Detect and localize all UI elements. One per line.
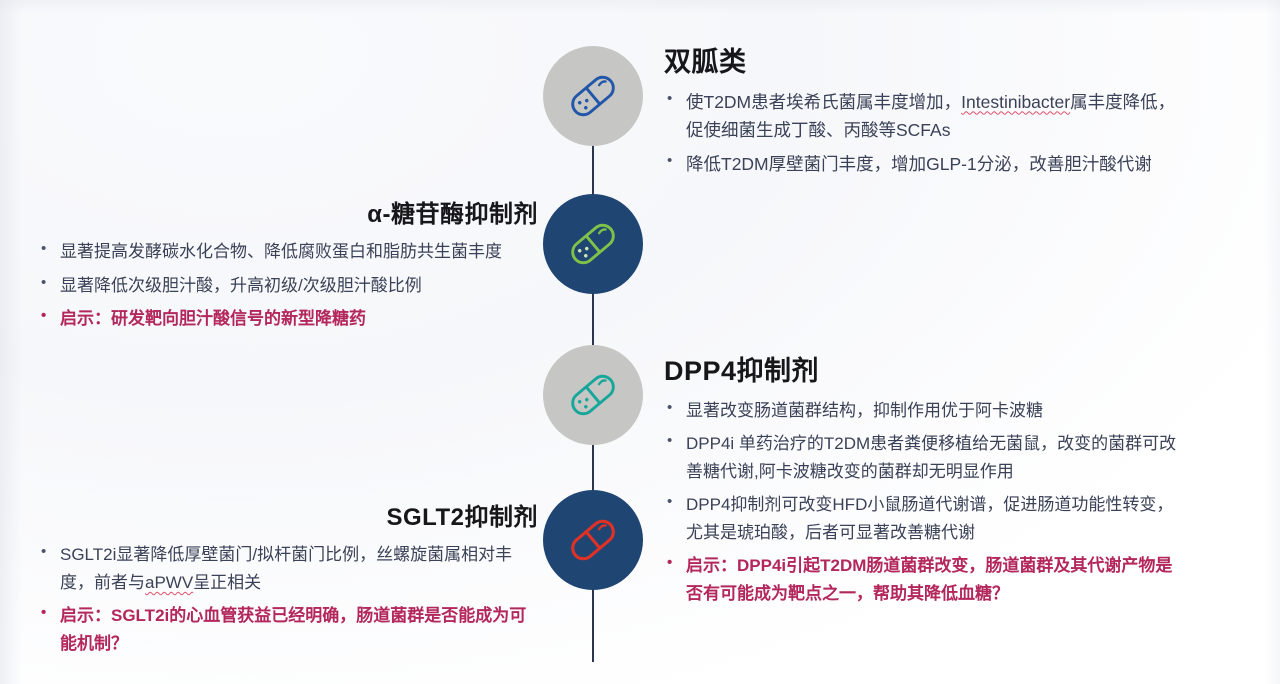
- bullet-suffix: 属丰度降低，促使细菌生成丁酸、丙酸等SCFAs: [686, 91, 1176, 141]
- section-dpp4: DPP4抑制剂 显著改变肠道菌群结构，抑制作用优于阿卡波糖 DPP4i 单药治疗…: [664, 356, 1184, 613]
- bullet-prefix: SGLT2i显著降低厚壁菌门/拟杆菌门比例，丝螺旋菌属相对丰度，前者与: [60, 545, 513, 592]
- bullet-list-sglt2: SGLT2i显著降低厚壁菌门/拟杆菌门比例，丝螺旋菌属相对丰度，前者与aPWV呈…: [38, 540, 538, 657]
- bullet-prefix: 使T2DM患者埃希氏菌属丰度增加，: [686, 91, 962, 112]
- bullet-item: 显著降低次级胆汁酸，升高初级/次级胆汁酸比例: [38, 271, 538, 300]
- bullet-prefix: 启示：研发靶向胆汁酸信号的新型降糖药: [60, 309, 366, 329]
- bullet-prefix: 降低T2DM厚壁菌门丰度，增加GLP-1分泌，改善胆汁酸代谢: [686, 154, 1152, 175]
- timeline-node-dpp4[interactable]: [543, 345, 643, 445]
- bullet-prefix: 显著改变肠道菌群结构，抑制作用优于阿卡波糖: [686, 400, 1043, 420]
- bullet-emphasis: aPWV: [145, 572, 194, 592]
- bullet-item: 显著改变肠道菌群结构，抑制作用优于阿卡波糖: [664, 396, 1184, 425]
- bullet-item: 降低T2DM厚壁菌门丰度，增加GLP-1分泌，改善胆汁酸代谢: [664, 149, 1180, 178]
- bullet-suffix: 呈正相关: [193, 572, 262, 592]
- capsule-icon: [562, 213, 624, 275]
- capsule-icon: [562, 364, 624, 426]
- bullet-prefix: 显著降低次级胆汁酸，升高初级/次级胆汁酸比例: [60, 275, 422, 295]
- bullet-item: 显著提高发酵碳水化合物、降低腐败蛋白和脂肪共生菌丰度: [38, 237, 538, 266]
- timeline-node-alpha-glucosidase[interactable]: [543, 194, 643, 294]
- section-biguanide: 双胍类 使T2DM患者埃希氏菌属丰度增加，Intestinibacter属丰度降…: [664, 47, 1180, 185]
- bullet-item: DPP4抑制剂可改变HFD小鼠肠道代谢谱，促进肠道功能性转变，尤其是琥珀酸，后者…: [664, 490, 1184, 546]
- bullet-prefix: 启示：DPP4i引起T2DM肠道菌群改变，肠道菌群及其代谢产物是否有可能成为靶点…: [686, 556, 1173, 603]
- bullet-item-insight: 启示：研发靶向胆汁酸信号的新型降糖药: [38, 304, 538, 333]
- bullet-list-alpha-glucosidase: 显著提高发酵碳水化合物、降低腐败蛋白和脂肪共生菌丰度 显著降低次级胆汁酸，升高初…: [38, 237, 538, 333]
- bullet-item: SGLT2i显著降低厚壁菌门/拟杆菌门比例，丝螺旋菌属相对丰度，前者与aPWV呈…: [38, 540, 538, 596]
- section-heading-alpha-glucosidase: α-糖苷酶抑制剂: [367, 201, 538, 228]
- bullet-item: 使T2DM患者埃希氏菌属丰度增加，Intestinibacter属丰度降低，促使…: [664, 87, 1180, 145]
- bullet-item-insight: 启示：DPP4i引起T2DM肠道菌群改变，肠道菌群及其代谢产物是否有可能成为靶点…: [664, 551, 1184, 607]
- bullet-prefix: 启示：SGLT2i的心血管获益已经明确，肠道菌群是否能成为可能机制？: [60, 606, 527, 653]
- section-heading-biguanide: 双胍类: [664, 47, 747, 77]
- section-heading-dpp4: DPP4抑制剂: [664, 356, 820, 386]
- section-alpha-glucosidase: α-糖苷酶抑制剂 显著提高发酵碳水化合物、降低腐败蛋白和脂肪共生菌丰度 显著降低…: [38, 201, 538, 339]
- bullet-list-biguanide: 使T2DM患者埃希氏菌属丰度增加，Intestinibacter属丰度降低，促使…: [664, 87, 1180, 179]
- capsule-icon: [562, 65, 624, 127]
- bullet-prefix: DPP4抑制剂可改变HFD小鼠肠道代谢谱，促进肠道功能性转变，尤其是琥珀酸，后者…: [686, 495, 1174, 542]
- bullet-emphasis: Intestinibacter: [961, 91, 1071, 112]
- timeline-node-biguanide[interactable]: [543, 46, 643, 146]
- section-heading-sglt2: SGLT2抑制剂: [386, 504, 538, 531]
- bullet-list-dpp4: 显著改变肠道菌群结构，抑制作用优于阿卡波糖 DPP4i 单药治疗的T2DM患者粪…: [664, 396, 1184, 608]
- capsule-icon: [562, 509, 624, 571]
- bullet-item: DPP4i 单药治疗的T2DM患者粪便移植给无菌鼠，改变的菌群可改善糖代谢,阿卡…: [664, 429, 1184, 485]
- bullet-item-insight: 启示：SGLT2i的心血管获益已经明确，肠道菌群是否能成为可能机制？: [38, 601, 538, 657]
- timeline-node-sglt2[interactable]: [543, 490, 643, 590]
- bullet-prefix: DPP4i 单药治疗的T2DM患者粪便移植给无菌鼠，改变的菌群可改善糖代谢,阿卡…: [686, 434, 1177, 481]
- bullet-prefix: 显著提高发酵碳水化合物、降低腐败蛋白和脂肪共生菌丰度: [60, 242, 502, 262]
- section-sglt2: SGLT2抑制剂 SGLT2i显著降低厚壁菌门/拟杆菌门比例，丝螺旋菌属相对丰度…: [38, 504, 538, 664]
